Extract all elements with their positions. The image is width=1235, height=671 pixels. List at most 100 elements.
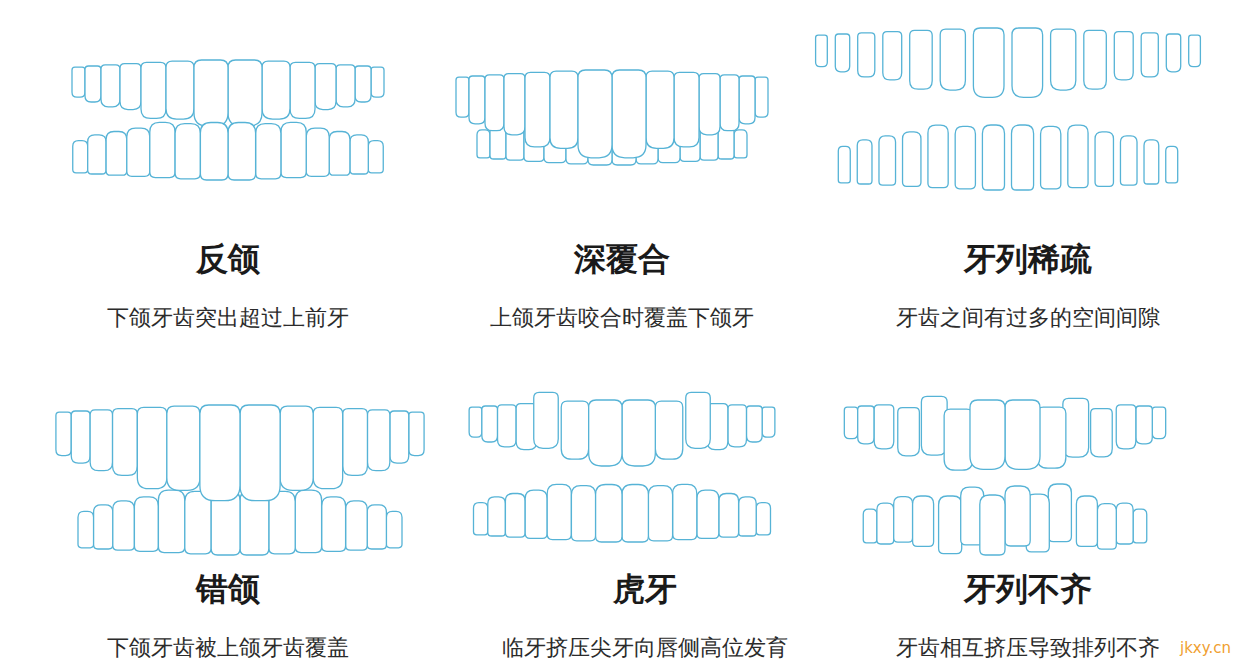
- tooth-outline: [504, 74, 525, 135]
- tooth-outline: [596, 485, 622, 543]
- tooth-outline: [315, 64, 336, 110]
- tooth-outline: [525, 72, 550, 146]
- panel-description: 下颌牙齿突出超过上前牙: [107, 303, 349, 333]
- tooth-outline: [550, 71, 578, 148]
- tooth-outline: [137, 407, 167, 488]
- tooth-outline: [355, 66, 371, 102]
- tooth-outline: [262, 61, 290, 119]
- tooth-outline: [1012, 125, 1034, 190]
- tooth-outline: [1037, 407, 1066, 468]
- tooth-outline: [73, 141, 88, 173]
- lower-arch: [838, 125, 1177, 190]
- tooth-outline: [322, 497, 346, 552]
- tooth-outline: [1005, 400, 1040, 469]
- tooth-outline: [477, 130, 490, 158]
- tooth-outline: [1144, 140, 1159, 184]
- tooth-outline: [390, 411, 409, 463]
- tooth-outline: [612, 70, 646, 158]
- tooth-outline: [343, 409, 368, 476]
- tooth-outline: [646, 71, 674, 148]
- panel-description: 临牙挤压尖牙向唇侧高位发育: [502, 633, 788, 663]
- tooth-outline: [898, 408, 920, 456]
- tooth-outline: [940, 29, 965, 90]
- tooth-outline: [903, 132, 921, 187]
- tooth-outline: [571, 486, 595, 541]
- tooth-outline: [1114, 32, 1133, 80]
- tooth-outline: [720, 75, 739, 131]
- tooth-outline: [939, 496, 962, 554]
- tooth-outline: [368, 141, 383, 173]
- tooth-outline: [1048, 484, 1071, 542]
- tooth-outline: [456, 77, 469, 117]
- upper-arch: [56, 405, 424, 501]
- tooth-outline: [913, 496, 934, 546]
- tooth-outline: [1152, 407, 1165, 439]
- tooth-outline: [150, 122, 175, 177]
- tooth-outline: [228, 123, 256, 181]
- tooth-outline: [578, 70, 612, 158]
- tooth-outline: [485, 75, 504, 131]
- tooth-outline: [746, 406, 762, 442]
- tooth-outline: [295, 490, 321, 552]
- tooth-outline: [498, 405, 517, 447]
- tooth-outline: [561, 401, 588, 459]
- tooth-outline: [167, 406, 200, 490]
- tooth-outline: [72, 67, 85, 97]
- tooth-outline: [88, 135, 106, 174]
- tooth-outline: [228, 60, 262, 126]
- tooth-outline: [673, 484, 697, 539]
- tooth-outline: [1041, 126, 1061, 188]
- tooth-outline: [1084, 30, 1107, 89]
- tooth-outline: [409, 412, 424, 456]
- tooth-outline: [739, 76, 755, 124]
- tooth-outline: [655, 401, 682, 459]
- panel-description: 牙齿之间有过多的空间间隙: [896, 303, 1160, 333]
- tooth-outline: [734, 130, 747, 158]
- tooth-outline: [728, 405, 747, 447]
- tooth-outline: [194, 60, 228, 126]
- tooth-outline: [1166, 146, 1178, 182]
- tooth-outline: [980, 495, 1005, 555]
- tooth-outline: [970, 400, 1005, 469]
- upper-arch: [816, 28, 1201, 97]
- tooth-outline: [863, 509, 877, 543]
- tooth-outline: [106, 132, 127, 176]
- tooth-outline: [719, 494, 739, 538]
- tooth-outline: [350, 135, 368, 174]
- tooth-outline: [505, 494, 525, 538]
- tooth-outline: [1005, 486, 1030, 546]
- panel-title: 虎牙: [613, 568, 677, 612]
- tooth-outline: [1076, 496, 1097, 546]
- upper-arch: [844, 396, 1165, 470]
- tooth-outline: [1095, 132, 1113, 187]
- tooth-outline: [158, 490, 184, 552]
- tooth-outline: [1051, 29, 1076, 90]
- tooth-outline: [838, 146, 850, 182]
- tooth-outline: [290, 62, 315, 118]
- tooth-outline: [894, 497, 913, 543]
- tooth-outline: [547, 484, 571, 539]
- tooth-outline: [329, 132, 350, 176]
- tooth-outline: [1116, 405, 1136, 449]
- tooth-outline: [944, 409, 973, 470]
- tooth-outline: [113, 501, 135, 550]
- tooth-outline: [928, 125, 948, 187]
- panel-title: 深覆合: [574, 238, 670, 282]
- tooth-outline: [874, 405, 894, 449]
- tooth-outline: [921, 396, 947, 455]
- tooth-outline: [756, 503, 770, 535]
- tooth-outline: [134, 497, 158, 552]
- tooth-outline: [858, 406, 874, 444]
- tooth-outline: [313, 407, 343, 488]
- tooth-outline: [589, 400, 622, 466]
- watermark: jkxy.cn: [1180, 639, 1231, 657]
- tooth-outline: [200, 123, 228, 181]
- lower-arch: [73, 122, 384, 180]
- tooth-outline: [1136, 406, 1152, 444]
- tooth-outline: [910, 30, 933, 89]
- tooth-outline: [973, 28, 1004, 97]
- tooth-outline: [739, 497, 757, 536]
- tooth-outline: [762, 407, 775, 437]
- tooth-outline: [982, 125, 1004, 190]
- tooth-outline: [175, 124, 200, 179]
